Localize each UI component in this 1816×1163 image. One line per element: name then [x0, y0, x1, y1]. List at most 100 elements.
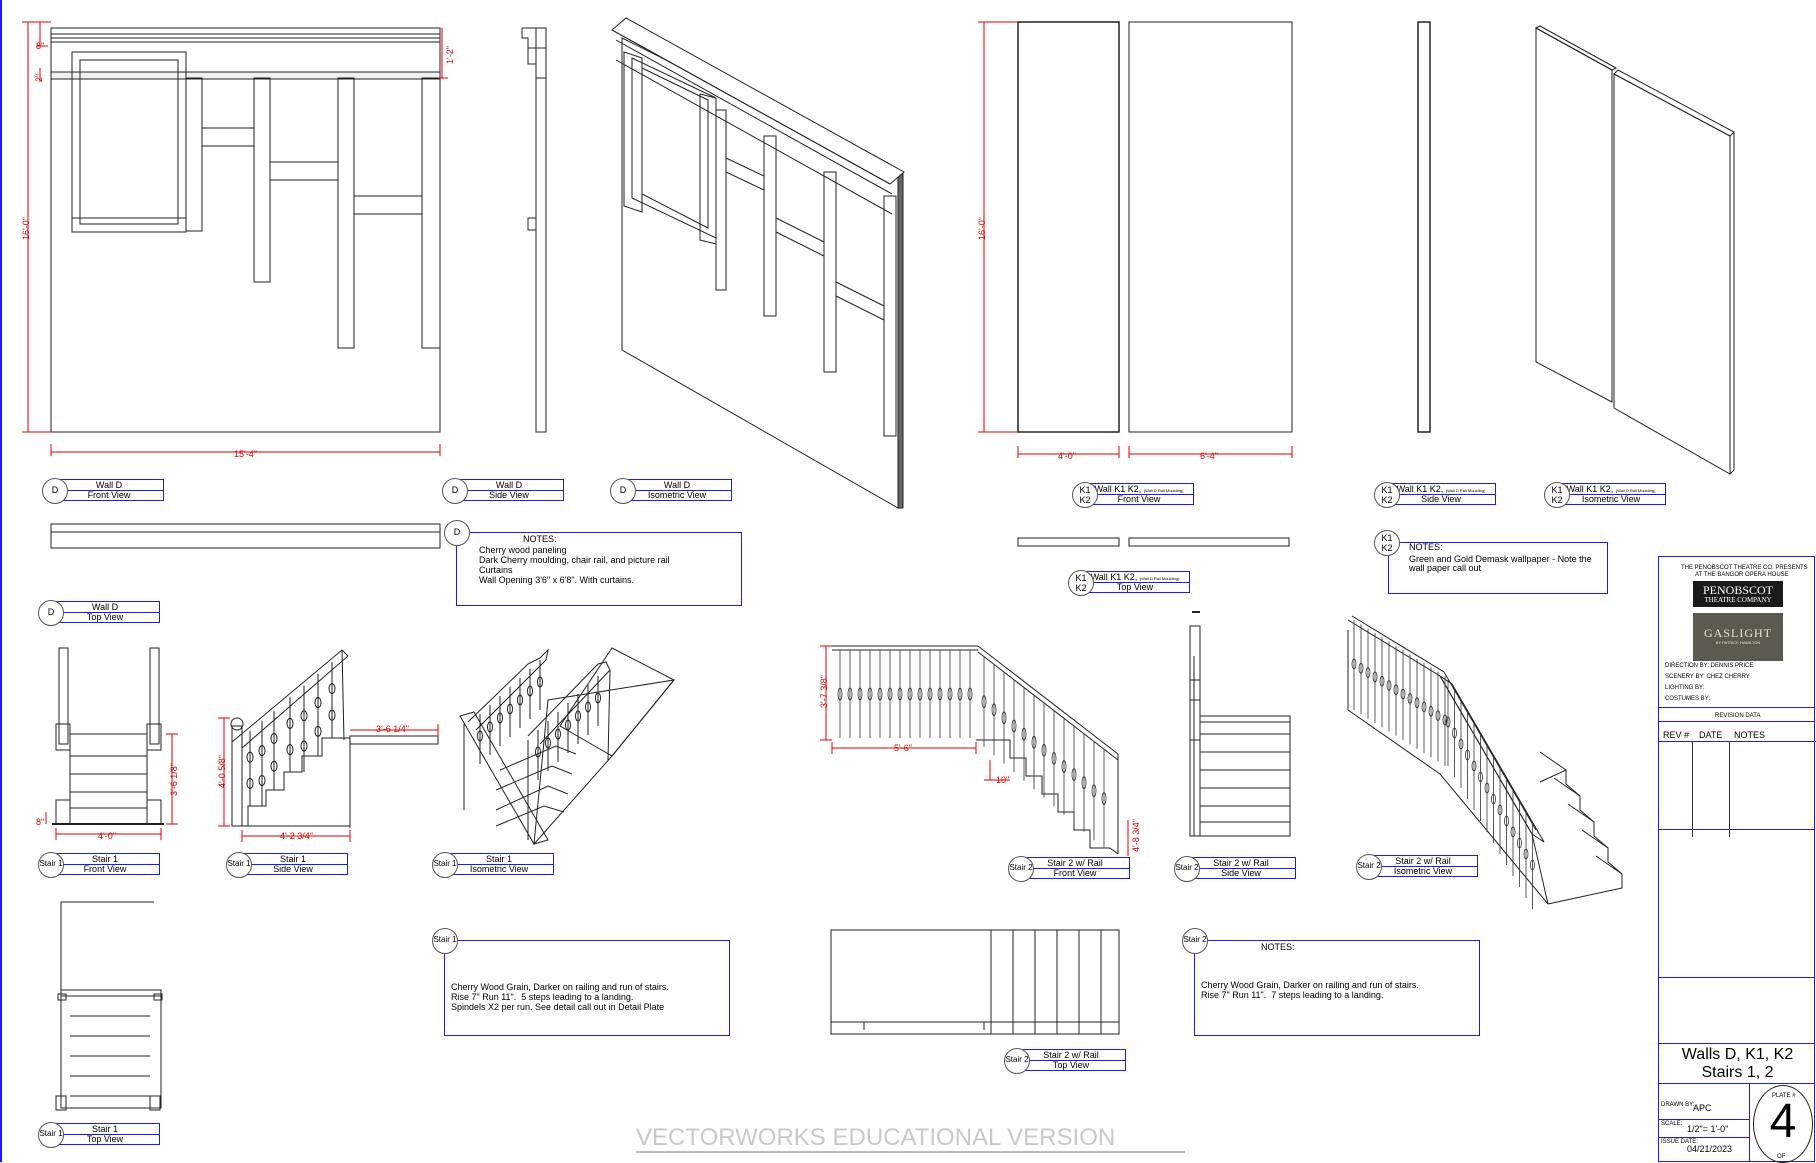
spindle-turning: [947, 687, 953, 701]
stair-1-side-dimensions: [218, 717, 439, 842]
dim-stair2-rail-h: 3'-7 3/8": [819, 675, 829, 708]
spindle-turning: [1372, 671, 1378, 683]
wall-d-isometric-view: [611, 17, 905, 509]
scenery-by: SCENERY BY: CHEZ CHERRY: [1665, 674, 1750, 680]
wall-k1-k2-side-view: [1417, 21, 1431, 433]
spindle-turning: [937, 687, 943, 701]
wall-k1-k2-front-view: [1017, 21, 1293, 433]
spindle-turning: [1351, 658, 1357, 670]
spindle-turning: [1081, 776, 1087, 790]
notes-stair-2: NOTES: Cherry Wood Grain, Darker on rail…: [1194, 940, 1480, 1036]
spindle-turning: [555, 728, 561, 740]
stair-1-isometric-spindles: [477, 660, 601, 780]
stair-1-top-view: [55, 901, 163, 1111]
dim-stair1-base: 8": [36, 817, 45, 827]
spindle-turning: [991, 703, 997, 717]
scale-value: 1/2"= 1'-0": [1687, 1124, 1729, 1134]
spindle-turning: [1458, 738, 1464, 750]
spindle-turning: [1365, 667, 1371, 678]
spindle-turning: [258, 774, 266, 786]
notes-stair-1-tag: Stair 1: [432, 928, 458, 954]
spindle-turning: [507, 703, 513, 715]
dim-k2-width: 6'-4": [1200, 451, 1218, 461]
spindle-turning: [847, 687, 853, 701]
stair-1-front-view: [52, 647, 164, 825]
spindle-turning: [1021, 727, 1027, 741]
spindle-turning: [857, 687, 863, 701]
spindle-turning: [1011, 719, 1017, 733]
drawn-by-label: DRAWN BY:: [1661, 1102, 1695, 1108]
spindle-turning: [1061, 760, 1067, 773]
spindle-turning: [1041, 743, 1047, 757]
revision-heading: REVISION DATA: [1715, 713, 1761, 719]
spindle-turning: [867, 687, 873, 701]
lighting-by: LIGHTING BY:: [1665, 685, 1705, 691]
spindle-turning: [887, 687, 893, 701]
spindle-turning: [1442, 714, 1448, 726]
spindle-turning: [1091, 784, 1097, 798]
stair-1-isometric-view: [459, 647, 676, 846]
spindle-turning: [1428, 705, 1434, 717]
spindle-turning: [517, 694, 523, 706]
spindle-turning: [487, 721, 493, 733]
stair-1-front-dimensions: [45, 733, 178, 840]
spindle-turning: [575, 710, 581, 722]
spindle-turning: [877, 687, 883, 701]
dim-k-height: 16'-0": [977, 217, 987, 240]
spindle-turning: [300, 740, 308, 752]
spindle-turning: [1504, 815, 1509, 827]
spindle-turning: [1491, 793, 1496, 805]
stair-1-side-spindles: [246, 662, 336, 806]
presents-line-1: THE PENOBSCOT THEATRE CO. PRESENTS: [1681, 565, 1808, 571]
spindle-turning: [246, 777, 254, 789]
costumes-by: COSTUMES BY:: [1665, 696, 1711, 702]
wall-d-top-view: [50, 523, 441, 549]
spindle-turning: [270, 732, 278, 744]
spindle-turning: [1071, 768, 1077, 782]
dim-stair1-landing: 3'-6 1/4": [376, 724, 409, 734]
spindle-turning: [246, 751, 254, 763]
spindle-turning: [270, 760, 278, 772]
dim-wall-d-2: 2": [34, 73, 44, 82]
wall-k1-k2-top-view: [1017, 537, 1290, 547]
gaslight-logo: GASLIGHT BY PATRICK HAMILTON: [1693, 613, 1783, 661]
dim-stair2-height: 4'-8 3/4": [1131, 819, 1141, 852]
plate-circle: PLATE # 4 OF: [1753, 1085, 1813, 1163]
spindle-turning: [1530, 859, 1535, 871]
notes-wall-k: NOTES: Green and Gold Demask wallpaper -…: [1388, 542, 1608, 594]
stair-2-front-dimensions: [820, 645, 1129, 856]
spindle-turning: [1523, 848, 1529, 860]
rev-col-date: DATE: [1699, 730, 1723, 740]
spindle-turning: [897, 687, 903, 701]
wall-d-front-dimensions: [22, 21, 448, 456]
spindle-turning: [1400, 688, 1406, 700]
stair-1-side-view: [230, 649, 439, 828]
plate-number: 4: [1769, 1095, 1797, 1148]
dim-stair1-width: 4'-0": [98, 831, 116, 841]
tag-wall-k-front: Wall K1 K2, (Wall D Rail Moulding)Front …: [1072, 482, 1194, 508]
spindle-turning: [1435, 710, 1441, 721]
spindle-turning: [1517, 837, 1522, 849]
direction-by: DIRECTION BY: DENNIS PRICE: [1665, 663, 1754, 669]
spindle-turning: [1465, 749, 1470, 761]
spindle-turning: [1484, 782, 1490, 794]
spindle-turning: [1497, 804, 1503, 816]
spindle-turning: [328, 709, 336, 721]
notes-wall-d-tag: D: [444, 520, 470, 546]
spindle-turning: [565, 719, 571, 731]
spindle-turning: [585, 701, 591, 713]
stair-2-side-view: [1189, 611, 1291, 837]
tag-wall-k-top: Wall K1 K2, (Wall D Rail Moulding)Top Vi…: [1068, 570, 1190, 596]
plate-label: PLATE #: [1772, 1093, 1796, 1099]
spindle-turning: [286, 744, 294, 756]
dim-stair2-landing: 5'-6": [894, 743, 912, 753]
notes-stair-2-tag: Stair 2: [1182, 928, 1208, 954]
stair-2-isometric-spindles: [1351, 620, 1535, 909]
spindle-turning: [314, 697, 322, 709]
